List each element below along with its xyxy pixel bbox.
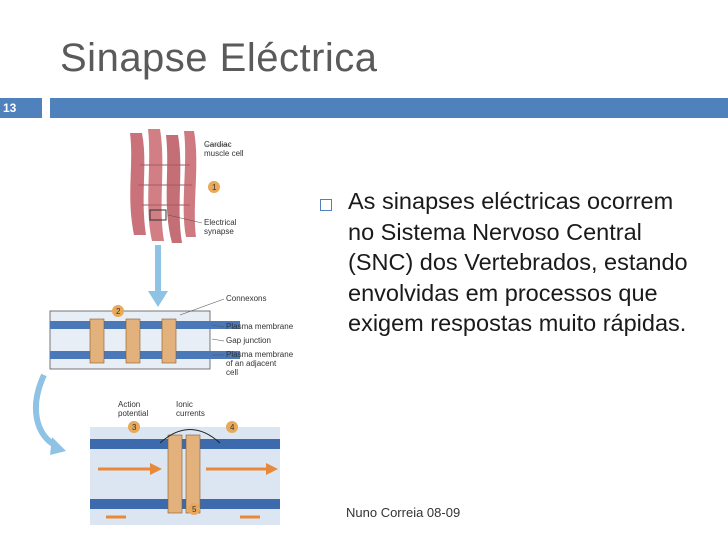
- label-muscle-cell: muscle cell: [204, 149, 244, 158]
- label-action: Action: [118, 400, 140, 409]
- slide-number: 13: [0, 98, 42, 118]
- label-potential: potential: [118, 409, 148, 418]
- label-synapse: synapse: [204, 227, 234, 236]
- step-4: 4: [230, 423, 235, 432]
- gap-junction-diagram: [50, 311, 240, 369]
- label-gap-junction: Gap junction: [226, 336, 271, 345]
- label-connexons: Connexons: [226, 294, 266, 303]
- slide-footer: Nuno Correia 08-09: [346, 505, 460, 520]
- cardiac-muscle-cells: [130, 129, 196, 243]
- square-bullet-icon: [320, 199, 332, 211]
- label-electrical: Electrical: [204, 218, 237, 227]
- title-bar-gap: [42, 98, 50, 118]
- step-3: 3: [132, 423, 137, 432]
- step-5: 5: [192, 505, 197, 514]
- label-cardiac: Cardiac: [204, 140, 232, 149]
- ionic-current-diagram: [90, 427, 280, 525]
- label-ionic: Ionic: [176, 400, 193, 409]
- step-1: 1: [212, 183, 217, 192]
- label-currents: currents: [176, 409, 205, 418]
- label-cell: cell: [226, 368, 238, 377]
- step-2: 2: [116, 307, 121, 316]
- title-bar: [50, 98, 728, 118]
- bullet-text: As sinapses eléctricas ocorrem no Sistem…: [348, 186, 698, 339]
- label-plasma-membrane-2: Plasma membrane: [226, 350, 294, 359]
- electrical-synapse-figure: Cardiac muscle cell 1 Electrical synapse…: [30, 125, 310, 537]
- slide-title: Sinapse Eléctrica: [60, 36, 378, 81]
- synapse-illustration: Cardiac muscle cell 1 Electrical synapse…: [30, 125, 310, 537]
- label-of-adjacent: of an adjacent: [226, 359, 277, 368]
- bullet-list: As sinapses eléctricas ocorrem no Sistem…: [318, 186, 718, 339]
- bullet-item: As sinapses eléctricas ocorrem no Sistem…: [318, 186, 718, 339]
- label-plasma-membrane: Plasma membrane: [226, 322, 294, 331]
